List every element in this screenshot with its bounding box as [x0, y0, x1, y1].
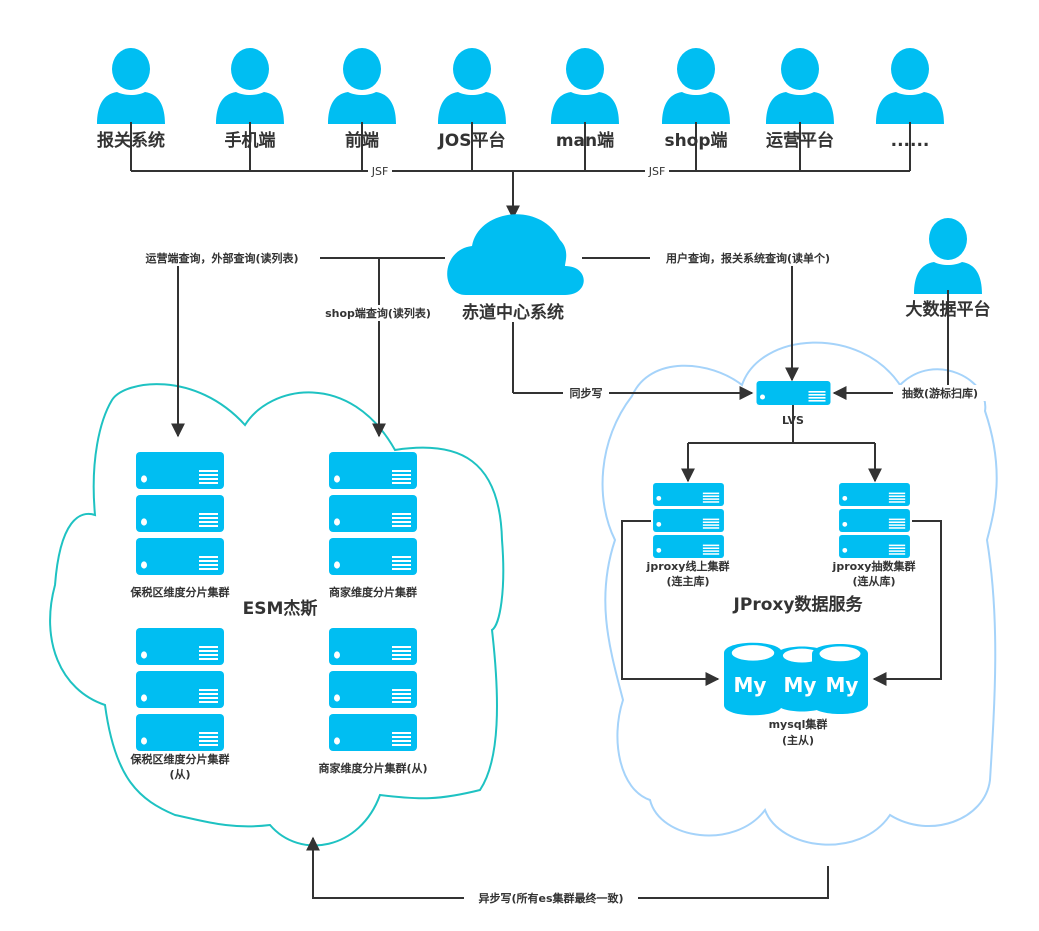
user-icon: [876, 48, 944, 124]
user-label: man端: [556, 130, 614, 151]
user-label: 报关系统: [97, 130, 165, 151]
esm-cluster-merchant-slave: [329, 628, 417, 751]
user-node: ......: [876, 48, 944, 171]
jproxy-extract-cluster: [839, 483, 910, 558]
svg-text:My: My: [826, 673, 859, 697]
user-node: man端: [551, 48, 619, 171]
user-label: ......: [891, 131, 930, 151]
esm-title: ESM杰斯: [243, 598, 318, 619]
user-node: 手机端: [216, 48, 284, 171]
user-label: JOS平台: [437, 130, 505, 151]
user-label: 手机端: [225, 130, 276, 151]
user-query-label: 用户查询，报关系统查询(读单个): [666, 251, 830, 265]
user-icon: [662, 48, 730, 124]
ops-query-label: 运营端查询，外部查询(读列表): [145, 251, 298, 265]
esm-cluster-bonded-slave: [136, 628, 224, 751]
esm-merchant-slave-label: 商家维度分片集群(从): [318, 761, 427, 775]
mysql-cluster-icon: My My My: [724, 642, 868, 716]
async-write-arrow: [306, 836, 829, 899]
center-system-label: 赤道中心系统: [462, 302, 564, 323]
jproxy-online-cluster: [653, 483, 724, 558]
esm-cluster-merchant: [329, 452, 417, 575]
user-icon: [438, 48, 506, 124]
user-node: 运营平台: [766, 48, 834, 171]
user-icon: [766, 48, 834, 124]
user-node: shop端: [662, 48, 730, 171]
user-node: 报关系统: [97, 48, 165, 171]
esm-merchant-label: 商家维度分片集群: [329, 585, 417, 599]
user-icon: [328, 48, 396, 124]
user-node: JOS平台: [437, 48, 506, 171]
jproxy-extract-label: jproxy抽数集群: [832, 559, 916, 573]
user-icon: [216, 48, 284, 124]
esm-bonded-slave-label: 保税区维度分片集群: [130, 752, 230, 766]
esm-cloud: [49, 383, 505, 847]
user-icon: [551, 48, 619, 124]
sync-write-label: 同步写: [570, 386, 603, 400]
extract-label: 抽数(游标扫库): [902, 386, 978, 400]
user-row: 报关系统 手机端 前端 JOS平台 man端 shop端 运营平台......: [97, 48, 944, 171]
jsf-label-right: JSF: [648, 165, 666, 178]
jsf-label-left: JSF: [371, 165, 389, 178]
svg-text:My: My: [784, 673, 817, 697]
jproxy-title: JProxy数据服务: [733, 594, 864, 615]
svg-text:My: My: [734, 673, 767, 697]
user-icon: [97, 48, 165, 124]
user-label: 运营平台: [766, 130, 834, 151]
center-cloud-icon: [447, 214, 584, 295]
esm-bonded-slave-sublabel: (从): [169, 768, 190, 781]
shop-query-label: shop端查询(读列表): [325, 306, 431, 320]
jproxy-online-sublabel: (连主库): [666, 574, 709, 588]
user-node: 前端: [328, 48, 396, 171]
user-label: shop端: [664, 130, 727, 151]
esm-bonded-label: 保税区维度分片集群: [130, 585, 230, 599]
jproxy-cloud: [601, 341, 998, 846]
lvs-label: LVS: [782, 414, 804, 427]
user-label: 前端: [345, 130, 379, 151]
bigdata-user-icon: [914, 218, 982, 294]
jproxy-extract-sublabel: (连从库): [852, 574, 895, 588]
esm-cluster-bonded: [136, 452, 224, 575]
lvs-server-icon: [756, 381, 831, 405]
extract-to-mysql-arrow: [872, 520, 942, 686]
async-write-label: 异步写(所有es集群最终一致): [478, 891, 623, 905]
jproxy-online-label: jproxy线上集群: [646, 559, 730, 573]
online-to-mysql-arrow: [621, 520, 720, 686]
mysql-sublabel: (主从): [782, 733, 814, 747]
mysql-label: mysql集群: [769, 717, 828, 731]
